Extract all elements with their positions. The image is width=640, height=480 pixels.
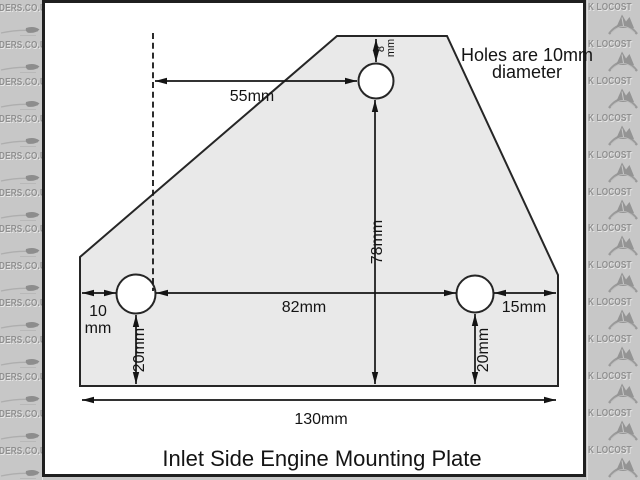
watermark-right-text: K LOCOST [588,112,632,124]
locost-logo-icon [608,235,638,257]
locost-logo-icon [608,125,638,146]
watermark-left-text: DERS.CO.U [0,39,43,51]
locost-swoosh-icon [0,285,40,295]
locost-swoosh-icon [0,248,40,258]
watermark-right-unit: K LOCOST [588,258,640,295]
watermark-left-unit: DERS.CO.U [0,406,42,443]
watermark-left-unit: DERS.CO.U [0,295,42,332]
watermark-left-text: DERS.CO.U [0,298,43,310]
locost-logo-icon [608,88,638,109]
watermark-left-text: DERS.CO.U [0,76,43,88]
watermark-right-text: K LOCOST [588,334,632,346]
watermark-left-unit: DERS.CO.U [0,0,42,37]
locost-logo-icon [608,309,638,331]
drawing-frame [42,0,586,477]
watermark-right-unit: K LOCOST [588,443,640,480]
watermark-left-unit: DERS.CO.U [0,258,42,295]
locost-logo-icon [608,383,638,404]
watermark-left-text: DERS.CO.U [0,408,43,420]
watermark-right-text: K LOCOST [588,38,632,50]
locost-swoosh-icon [0,433,40,442]
watermark-left-unit: DERS.CO.U [0,111,42,148]
watermark-right-text: K LOCOST [588,223,632,235]
watermark-right-text: K LOCOST [588,371,632,383]
locost-logo-icon [608,420,638,441]
watermark-left-text: DERS.CO.U [0,445,43,457]
locost-swoosh-icon [0,63,40,73]
watermark-right-unit: K LOCOST [588,0,640,37]
watermark-right-text: K LOCOST [588,2,632,13]
locost-swoosh-icon [0,174,40,184]
watermark-right-unit: K LOCOST [588,332,640,369]
watermark-right-text: K LOCOST [588,75,632,87]
locost-logo-icon [608,51,638,72]
watermark-left-unit: DERS.CO.U [0,332,42,369]
watermark-left-text: DERS.CO.U [0,187,43,199]
locost-swoosh-icon [0,100,40,110]
locost-swoosh-icon [0,322,40,332]
watermark-right-unit: K LOCOST [588,148,640,185]
watermark-right-unit: K LOCOST [588,295,640,332]
watermark-right-unit: K LOCOST [588,111,640,148]
watermark-left-text: DERS.CO.U [0,261,43,273]
watermark-left-bar: DERS.CO.U DERS.CO.U DERS.CO.U DERS.CO.U [0,0,43,480]
locost-logo-icon [608,457,638,478]
watermark-right-unit: K LOCOST [588,185,640,222]
locost-swoosh-icon [0,27,40,36]
watermark-left-unit: DERS.CO.U [0,37,42,74]
watermark-left-text: DERS.CO.U [0,3,43,14]
locost-swoosh-icon [0,137,40,147]
watermark-left-text: DERS.CO.U [0,150,43,162]
watermark-left-unit: DERS.CO.U [0,148,42,185]
locost-swoosh-icon [0,396,40,406]
watermark-right-text: K LOCOST [588,297,632,309]
watermark-right-unit: K LOCOST [588,369,640,406]
locost-swoosh-icon [0,211,40,221]
locost-swoosh-icon [0,359,40,369]
watermark-right-bar: K LOCOST K LOCOST K LOCOST [587,0,640,480]
watermark-right-unit: K LOCOST [588,37,640,74]
watermark-left-unit: DERS.CO.U [0,221,42,258]
watermark-right-text: K LOCOST [588,149,632,161]
locost-logo-icon [608,199,638,220]
watermark-right-unit: K LOCOST [588,221,640,258]
watermark-left-unit: DERS.CO.U [0,185,42,222]
locost-logo-icon [608,272,638,294]
locost-logo-icon [608,14,638,35]
locost-logo-icon [608,346,638,367]
watermark-right-text: K LOCOST [588,407,632,419]
watermark-left-unit: DERS.CO.U [0,369,42,406]
watermark-left-unit: DERS.CO.U [0,443,42,480]
watermark-left-text: DERS.CO.U [0,113,43,125]
watermark-right-text: K LOCOST [588,260,632,272]
watermark-left-unit: DERS.CO.U [0,74,42,111]
watermark-left-text: DERS.CO.U [0,372,43,384]
watermark-left-text: DERS.CO.U [0,335,43,347]
watermark-left-text: DERS.CO.U [0,224,43,236]
locost-swoosh-icon [0,469,40,479]
locost-logo-icon [608,162,638,183]
watermark-right-text: K LOCOST [588,186,632,198]
watermark-right-unit: K LOCOST [588,406,640,443]
watermark-right-unit: K LOCOST [588,74,640,111]
watermark-right-text: K LOCOST [588,444,632,456]
